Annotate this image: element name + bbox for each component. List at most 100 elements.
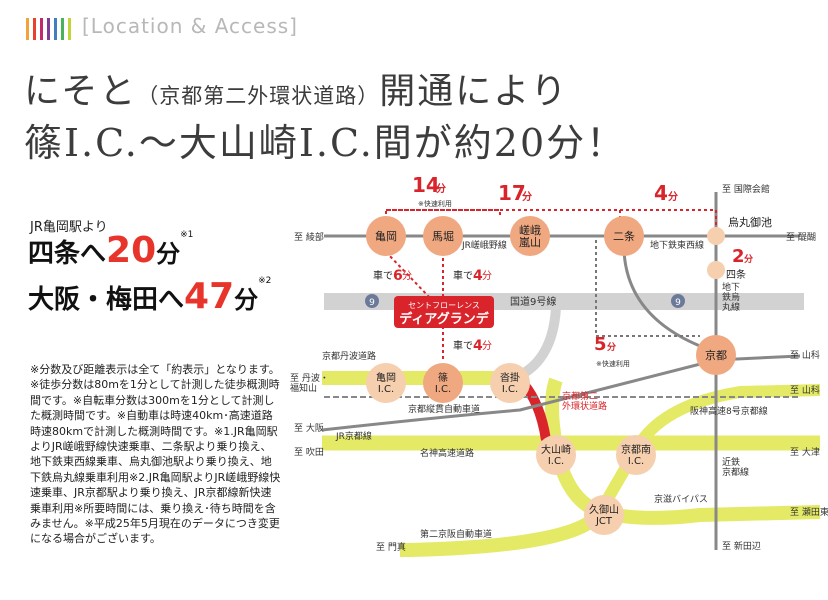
label-kyoto-jukan: 京都縦貫自動車道 [408,403,480,415]
label-gaikan: 京都第二外環状道路 [562,390,607,412]
label-jr-kyoto: JR京都線 [335,430,372,442]
time-2-unit: 分 [744,253,753,265]
label-keiji-bypass: 京滋バイパス [654,493,708,505]
ic-kameoka [366,363,406,403]
station-karasuma-oike [707,227,725,245]
dest-kokusai: 至 国際会館 [722,183,770,195]
label-meishin: 名神高速道路 [420,447,474,459]
label-shijo: 四条 [726,268,746,281]
rail-jr-kyoto [321,354,801,432]
headline-line2: 篠I.C.～大山崎I.C.間が約20分！ [24,121,627,165]
route-lines [385,209,717,362]
station-nijo [604,216,644,256]
road-labels: JR嵯峨野線 地下鉄東西線 国道9号線 地下鉄烏丸線 京都丹波道路 京都縦貫自動… [322,239,768,540]
car4a-prefix: 車で [453,269,473,282]
car4b-unit: 分 [482,340,492,352]
access-osaka-label: 大阪・梅田へ [28,285,185,315]
car4a-num: 4 [473,268,483,284]
ic-kutsukake [490,363,530,403]
car4b-prefix: 車で [453,339,473,352]
keiji-bypass-highway [545,377,821,525]
access-osaka: 大阪・梅田へ47分※2 [28,276,271,317]
stripe-7 [68,18,71,40]
stripe-5 [54,18,57,40]
dest-kadoma: 至 門真 [376,541,406,553]
headline-line1-c: 開通により [379,71,569,112]
time-17: 17 [498,181,526,205]
dest-otsu: 至 大津 [790,446,820,458]
dest-suita: 至 吹田 [294,446,324,458]
property-box [394,296,494,328]
stripe-2 [33,18,36,40]
dest-yamashina2: 至 山科 [790,384,820,396]
route9-badge-left [365,294,379,308]
time-4a-unit: 分 [668,190,678,203]
label-hanshin8: 阪神高速8号京都線 [690,405,768,417]
label-kyoto-tamba: 京都丹波道路 [322,350,376,362]
stripe-1 [26,18,29,40]
access-shijo-note: ※1 [180,230,194,240]
time-5: 5 [594,334,607,355]
route9-badge-left-label: 9 [369,298,375,308]
label-tozai: 地下鉄東西線 [650,239,704,251]
access-shijo-minutes: 20 [106,230,157,271]
dest-shintanabe: 至 新田辺 [722,540,761,552]
time-callouts: 14 分 ※快速利用 17 分 4 分 2 分 5 分 ※快速利用 [412,173,753,368]
label-kintetsu: 近鉄京都線 [722,456,749,478]
color-stripes [26,18,71,40]
route-5-bracket [595,240,700,337]
stripe-3 [40,18,43,40]
label-karasuma-oike: 烏丸御池 [728,215,772,229]
access-shijo-unit: 分 [156,240,181,268]
time-14-note: ※快速利用 [418,199,452,208]
car-labels: 車で 6 分 車で 4 分 車で 4 分 [373,268,492,354]
dest-ayabe: 至 綾部 [294,231,324,243]
dest-tamba: 至 丹波・福知山 [290,372,329,394]
access-origin: JR亀岡駅より [30,220,108,235]
label-jr-sagano: JR嵯峨野線 [461,239,507,251]
car6-num: 6 [393,268,403,284]
access-osaka-unit: 分 [234,286,259,314]
label-karasuma-line: 地下鉄烏丸線 [722,281,740,313]
route-17-bracket [386,209,621,220]
footnotes: ※分数及び距離表示は全て「約表示」となります。※徒歩分数は80mを1分として計測… [30,363,281,546]
stripe-4 [47,18,50,40]
ic-kyotominami [616,435,656,475]
access-osaka-minutes: 47 [184,276,235,317]
headline-line1-a: にそと [24,71,138,112]
route9-badges: 9 9 [365,294,685,308]
car-route-kameoka [385,251,433,301]
time-5-unit: 分 [607,341,616,353]
dest-daigo: 至 醍醐 [786,231,816,243]
car6-prefix: 車で [373,269,393,282]
headline-line1: にそと（京都第二外環状道路）開通により [24,62,569,114]
destination-labels: 至 綾部 至 国際会館 至 醍醐 至 丹波・福知山 至 山科 至 山科 至 大阪… [290,183,828,553]
time-4a: 4 [654,181,668,205]
headline-line1-b: （京都第二外環状道路） [137,84,380,108]
route9-badge-right-label: 9 [675,298,681,308]
time-14-unit: 分 [436,182,446,195]
rail-nijo-kyoto [622,237,717,354]
dest-osaka: 至 大阪 [294,422,324,434]
time-14: 14 [412,173,440,197]
label-kyoto: 京都 [705,348,727,362]
ic-oyamazaki [536,435,576,475]
station-kyoto [696,335,736,375]
section-title: [Location & Access] [82,14,298,38]
label-saga-arashiyama: 嵯峨嵐山 [519,224,541,249]
time-17-unit: 分 [522,190,532,203]
label-route9: 国道9号線 [510,295,556,308]
time-5-note: ※快速利用 [596,359,630,368]
route-4-bracket [620,209,717,228]
access-osaka-note: ※2 [258,276,272,286]
ic-shino [423,363,463,403]
label-second-keihan: 第二京阪自動車道 [420,528,492,540]
access-shijo-label: 四条へ [28,239,107,269]
car4a-unit: 分 [482,270,492,282]
